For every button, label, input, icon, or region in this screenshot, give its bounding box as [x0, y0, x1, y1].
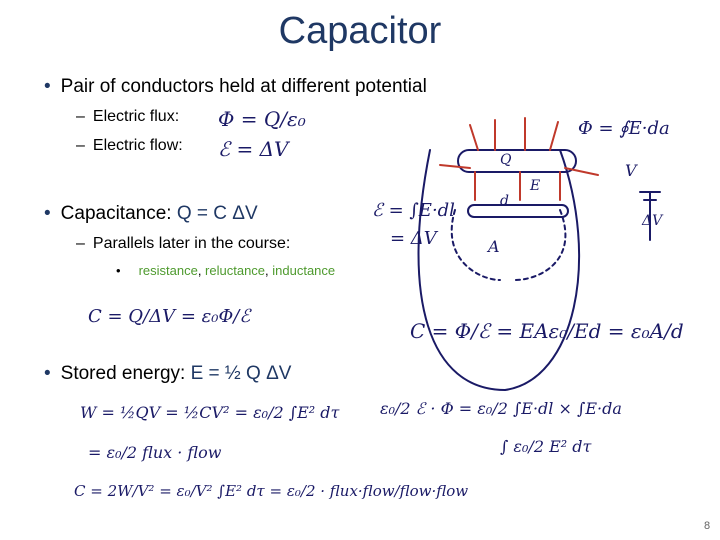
bullet-stored-energy: • Stored energy: E = ½ Q ΔV — [44, 363, 291, 385]
capacitance-equation: Q = C ΔV — [176, 203, 258, 224]
outer-field-line-right — [504, 149, 581, 391]
energy-equation: E = ½ Q ΔV — [190, 363, 292, 384]
bullet-dot: • — [44, 76, 51, 97]
hw-flow-def: ℰ = ΔV — [218, 137, 291, 161]
field-arrow — [469, 124, 479, 151]
hw-energy-line3: C = 2W/V² = ε₀/V² ∫E² dτ = ε₀/2 · flux·f… — [74, 482, 468, 500]
slide-title: Capacitor — [278, 10, 442, 52]
subsub-dot: • — [116, 263, 121, 278]
sub-text: Electric flow: — [92, 137, 183, 154]
hw-flux-def: Φ = Q/ε₀ — [218, 107, 306, 131]
hw-emf-integral: ℰ = ∫E·dl — [372, 200, 455, 221]
hw-energy-line2: = ε₀/2 flux · flow — [88, 443, 222, 462]
hw-energy-line1: W = ½QV = ½CV² = ε₀/2 ∫E² dτ — [80, 403, 340, 422]
sub-text: Parallels later in the course: — [92, 235, 291, 252]
top-plate — [457, 149, 577, 173]
bullet-pair-of-conductors: • Pair of conductors held at different po… — [44, 76, 427, 98]
sub-dash: – — [76, 235, 85, 252]
sub-text: Electric flux: — [92, 108, 180, 125]
hw-energy-right1: ε₀/2 ℰ · Φ = ε₀/2 ∫E·dl × ∫E·da — [380, 399, 622, 418]
sub-dash: – — [76, 137, 85, 154]
hw-energy-right2: ∫ ε₀/2 E² dτ — [500, 437, 593, 456]
hw-flux-integral: Φ = ∮E·da — [578, 118, 670, 139]
term-inductance: inductance — [272, 263, 336, 278]
bullet-dot: • — [44, 203, 51, 224]
bullet-capacitance: • Capacitance: Q = C ΔV — [44, 203, 258, 225]
sub-electric-flux: –Electric flux: — [76, 108, 179, 126]
bullet-label: Capacitance: — [60, 203, 172, 224]
bullet-dot: • — [44, 363, 51, 384]
bottom-plate — [467, 204, 569, 218]
hw-label-V: V — [625, 161, 638, 180]
subsub-parallels-list: • resistance, reluctance, inductance — [116, 263, 335, 278]
capacitor-field-diagram: Q E d A V ΔV — [417, 117, 664, 391]
outer-field-line-left — [417, 149, 506, 391]
equipotential-right — [514, 209, 567, 281]
sub-electric-flow: –Electric flow: — [76, 137, 183, 155]
hw-label-Q: Q — [500, 152, 512, 168]
hw-capacitance-left: C = Q/ΔV = ε₀Φ/ℰ — [88, 306, 252, 327]
term-resistance: resistance — [138, 263, 198, 278]
field-arrow — [439, 164, 471, 169]
hw-label-d: d — [500, 193, 509, 209]
hw-capacitance-right: C = Φ/ℰ = EAε₀/Ed = ε₀A/d — [410, 319, 684, 343]
term-reluctance: reluctance — [205, 263, 266, 278]
field-arrow — [549, 121, 559, 151]
separator: , — [197, 263, 206, 278]
bullet-label: Stored energy: — [60, 363, 186, 384]
hw-emf-equals: = ΔV — [390, 228, 439, 249]
sub-parallels: –Parallels later in the course: — [76, 235, 290, 253]
field-arrow — [564, 167, 599, 176]
hw-label-dV: ΔV — [641, 213, 664, 229]
sub-dash: – — [76, 108, 85, 125]
separator: , — [265, 263, 273, 278]
hw-label-A: A — [486, 237, 500, 256]
equipotential-left — [450, 209, 501, 281]
page-number: 8 — [704, 520, 711, 532]
hw-label-E: E — [529, 178, 540, 194]
bullet-text: Pair of conductors held at different pot… — [60, 76, 427, 97]
